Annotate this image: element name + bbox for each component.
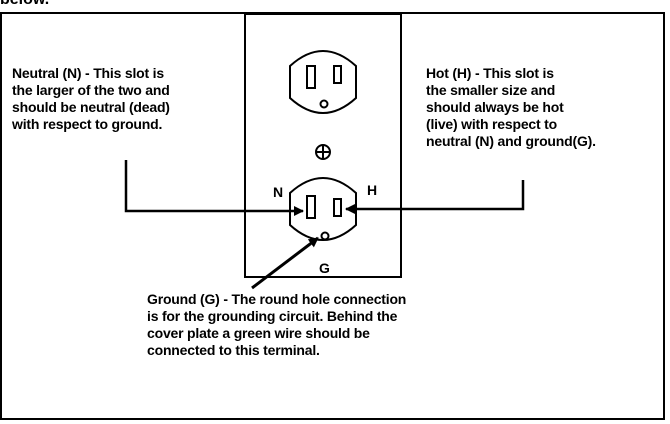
neutral-letter: N — [273, 184, 284, 200]
hot-line: (live) with respect to — [426, 116, 557, 132]
lower-ground-hole — [320, 231, 330, 241]
ground-line: Ground (G) - The round hole connection — [147, 291, 407, 307]
ground-arrow — [251, 236, 319, 290]
ground-letter: G — [319, 260, 330, 276]
cover-screw — [315, 144, 331, 160]
upper-neutral-slot — [306, 65, 316, 89]
hot-line: Hot (H) - This slot is — [426, 65, 554, 81]
neutral-description: Neutral (N) - This slot is the larger of… — [12, 65, 170, 133]
neutral-line: the larger of the two and — [12, 82, 170, 98]
lower-hot-slot — [333, 198, 342, 217]
upper-hot-slot — [333, 65, 342, 84]
lower-neutral-slot — [306, 195, 316, 219]
ground-line: connected to this terminal. — [147, 342, 320, 358]
upper-receptacle — [289, 50, 357, 114]
ground-description: Ground (G) - The round hole connection i… — [147, 291, 406, 359]
neutral-line: should be neutral (dead) — [12, 99, 170, 115]
lower-receptacle — [289, 177, 357, 241]
ground-line: is for the grounding circuit. Behind the — [147, 308, 398, 324]
neutral-line: with respect to ground. — [12, 116, 163, 132]
top-caption-fragment: below. — [0, 0, 49, 9]
hot-line: neutral (N) and ground(G). — [426, 133, 596, 149]
hot-description: Hot (H) - This slot is the smaller size … — [426, 65, 596, 150]
hot-arrow — [345, 180, 525, 214]
upper-ground-hole — [319, 99, 329, 109]
ground-line: cover plate a green wire should be — [147, 325, 370, 341]
neutral-arrow — [124, 160, 304, 216]
hot-line: should always be hot — [426, 99, 564, 115]
hot-letter: H — [367, 182, 378, 198]
neutral-line: Neutral (N) - This slot is — [12, 65, 164, 81]
hot-line: the smaller size and — [426, 82, 556, 98]
